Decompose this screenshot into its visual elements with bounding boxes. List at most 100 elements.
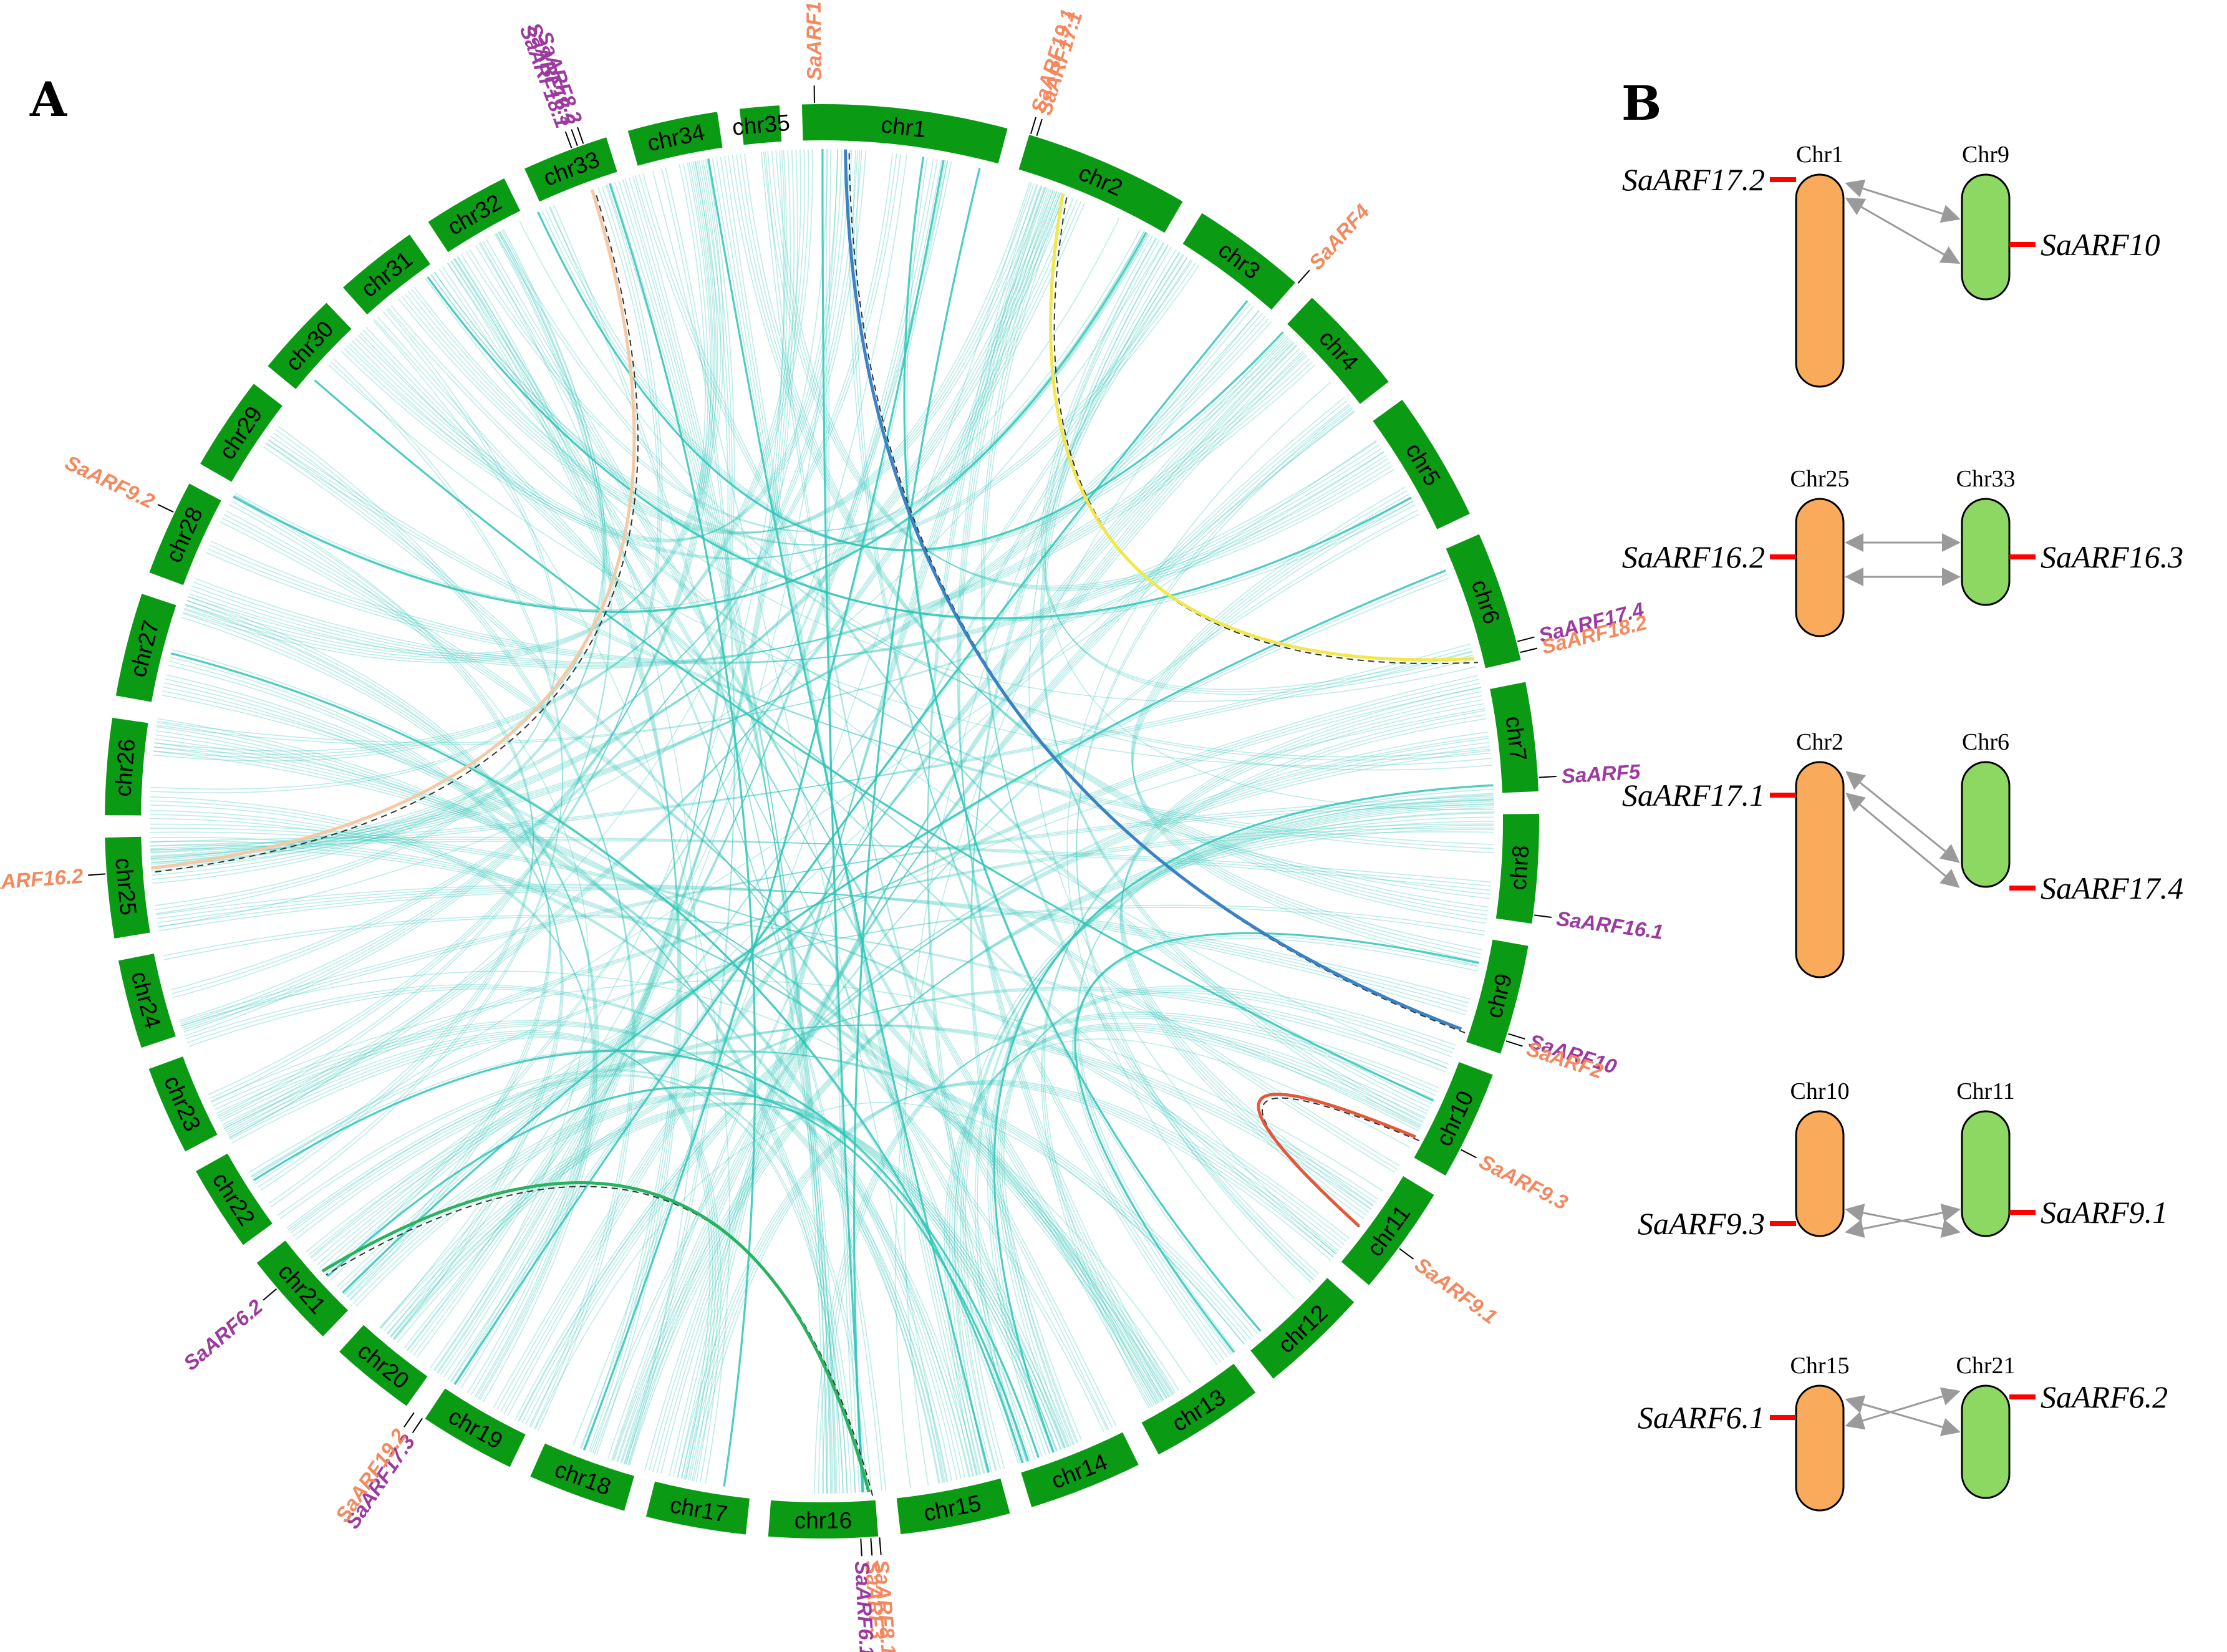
synteny-link — [681, 1083, 1334, 1479]
synteny-link — [518, 732, 1489, 1422]
gene-tick — [88, 873, 106, 876]
synteny-link — [621, 821, 1495, 1464]
synteny-link — [152, 311, 558, 884]
synteny-link — [572, 182, 1033, 1446]
synteny-link — [1077, 794, 1494, 1352]
gene-label: SaARF6.1 — [851, 1560, 879, 1652]
synteny-link — [468, 233, 1149, 532]
synteny-link — [344, 1091, 1050, 1454]
synteny-link — [228, 504, 534, 1191]
synteny-link — [537, 211, 1284, 551]
synteny-link — [273, 432, 635, 1431]
synteny-link — [322, 679, 1479, 1272]
synteny-link — [156, 726, 966, 1479]
synteny-link — [732, 155, 1489, 912]
synteny-link — [970, 251, 1181, 1443]
synteny-link — [450, 158, 735, 1382]
synteny-link — [180, 162, 714, 1025]
chromosome-block — [118, 954, 176, 1048]
highlight-link — [151, 189, 636, 870]
panel-b-label: B — [1621, 75, 1661, 131]
synteny-link — [217, 231, 612, 1116]
synteny-link — [362, 329, 1398, 1170]
synteny-link — [154, 149, 813, 751]
synteny-link — [624, 178, 836, 1494]
synteny-link — [150, 838, 1492, 887]
synteny-link — [493, 344, 1297, 1408]
synteny-link — [157, 718, 958, 1481]
synteny-link — [433, 264, 1200, 546]
chromosome-block — [1018, 135, 1183, 233]
synteny-link — [219, 233, 611, 1120]
synteny-link — [231, 500, 534, 1188]
synteny-link — [170, 657, 562, 1335]
synteny-link — [903, 252, 1181, 1485]
synteny-link — [609, 183, 756, 1487]
synteny-link — [151, 312, 1263, 865]
synteny-link — [207, 444, 1379, 664]
right-chromosome — [1961, 1110, 2011, 1237]
chromosome-block — [1341, 1176, 1434, 1285]
synteny-link — [248, 907, 1485, 1173]
synteny-link — [648, 350, 1303, 1471]
synteny-link — [677, 1084, 1331, 1479]
synteny-link — [927, 184, 1038, 1461]
gene-label: SaARF3 — [861, 1560, 889, 1640]
synteny-link — [427, 276, 1412, 620]
synteny-link — [295, 1051, 1255, 1337]
synteny-link — [188, 596, 550, 1295]
synteny-link — [970, 254, 1184, 1445]
chromosome-block — [1373, 400, 1470, 529]
synteny-link — [182, 612, 597, 1398]
gene-tick — [1520, 647, 1538, 654]
synteny-link — [413, 286, 1477, 702]
gene-tick — [1517, 636, 1535, 642]
right-chromosome-label: Chr33 — [1956, 466, 2016, 492]
chromosome-block — [1021, 1432, 1139, 1507]
synteny-link — [1120, 695, 1483, 1213]
synteny-link — [344, 231, 1145, 559]
synteny-link — [1119, 703, 1484, 1220]
synteny-link — [233, 496, 534, 1184]
highlight-link — [844, 149, 1462, 1031]
synteny-link — [151, 310, 1260, 869]
synteny-link — [150, 804, 597, 1403]
synteny-link — [158, 887, 1470, 1004]
synteny-link — [1131, 493, 1481, 959]
synteny-link — [168, 660, 563, 1338]
synteny-link — [185, 605, 595, 1393]
synteny-link — [308, 1025, 1374, 1256]
synteny-link — [416, 158, 934, 1358]
synteny-link — [828, 149, 856, 1493]
synteny-link — [425, 278, 1448, 1069]
synteny-link — [760, 152, 1057, 1452]
left-chromosome — [1795, 1110, 1845, 1237]
synteny-link — [765, 151, 1053, 1453]
synteny-link — [453, 300, 1249, 1385]
synteny-link — [150, 651, 1473, 849]
synteny-link — [377, 316, 1335, 1258]
highlight-link-shadow — [326, 1186, 874, 1496]
synteny-link — [951, 1026, 1424, 1473]
synteny-link — [314, 379, 1434, 1102]
synteny-link — [181, 162, 712, 1029]
synteny-link — [188, 159, 724, 654]
synteny-link — [895, 310, 1260, 1488]
synteny-link — [287, 1050, 1245, 1345]
synteny-link — [292, 1051, 1251, 1340]
synteny-link — [189, 352, 1305, 669]
synteny-link — [352, 1093, 1062, 1450]
synteny-link — [162, 694, 1108, 1431]
synteny-link — [1121, 687, 1481, 1206]
gene-label: SaARF9.3 — [1476, 1150, 1572, 1214]
synteny-link — [652, 170, 945, 1482]
synteny-link — [413, 158, 939, 1356]
synteny-link — [150, 800, 596, 1401]
synteny-link — [316, 687, 1481, 1266]
synteny-link — [311, 1024, 1376, 1259]
synteny-link — [225, 510, 1157, 1405]
synteny-link — [188, 988, 978, 1476]
synteny-link — [1040, 235, 1473, 690]
left-chromosome-label: Chr25 — [1790, 466, 1850, 492]
